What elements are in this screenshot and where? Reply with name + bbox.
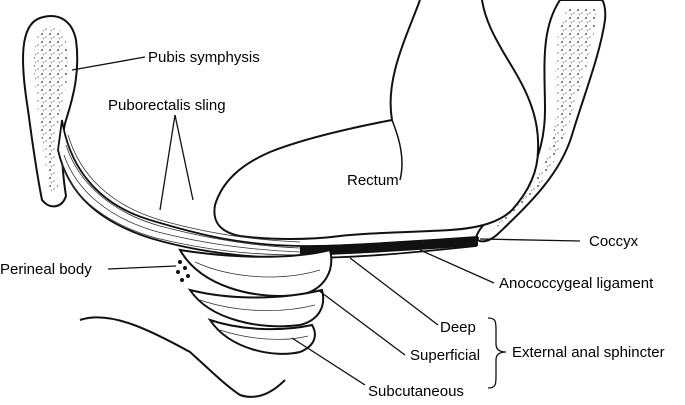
leader-perineal-body bbox=[107, 265, 177, 270]
pubic-bone bbox=[22, 15, 79, 208]
buttock-outline bbox=[79, 316, 286, 398]
leader-deep bbox=[349, 257, 439, 326]
sphincter-superficial bbox=[187, 288, 325, 328]
label-external-anal-sphincter: External anal sphincter bbox=[512, 344, 665, 361]
label-perineal-body: Perineal body bbox=[0, 261, 92, 278]
perineal-body bbox=[176, 260, 190, 282]
leader-lines bbox=[71, 56, 581, 389]
leader-pubis-symphysis bbox=[71, 56, 146, 71]
leader-superficial bbox=[317, 289, 406, 356]
label-subcutaneous: Subcutaneous bbox=[368, 383, 464, 400]
rectum bbox=[213, 0, 540, 240]
label-superficial: Superficial bbox=[410, 347, 481, 364]
sphincter-bracket bbox=[487, 317, 507, 389]
coccyx-bone bbox=[474, 0, 607, 243]
label-puborectalis-sling: Puborectalis sling bbox=[108, 97, 226, 114]
leader-puborectalis-a bbox=[159, 114, 176, 211]
leader-coccyx bbox=[479, 238, 581, 242]
sphincter-subcutaneous bbox=[207, 318, 316, 355]
anococcygeal-ligament bbox=[300, 236, 478, 256]
label-rectum: Rectum bbox=[347, 172, 399, 189]
label-deep: Deep bbox=[440, 319, 476, 336]
external-anal-sphincter bbox=[178, 248, 333, 355]
label-coccyx: Coccyx bbox=[589, 233, 639, 250]
label-pubis-symphysis: Pubis symphysis bbox=[148, 49, 260, 66]
leader-puborectalis-b bbox=[174, 114, 194, 201]
leader-anococcygeal bbox=[419, 249, 495, 284]
leader-subcutaneous bbox=[291, 337, 366, 386]
sphincter-deep bbox=[178, 248, 333, 297]
label-anococcygeal-ligament: Anococcygeal ligament bbox=[499, 275, 654, 292]
